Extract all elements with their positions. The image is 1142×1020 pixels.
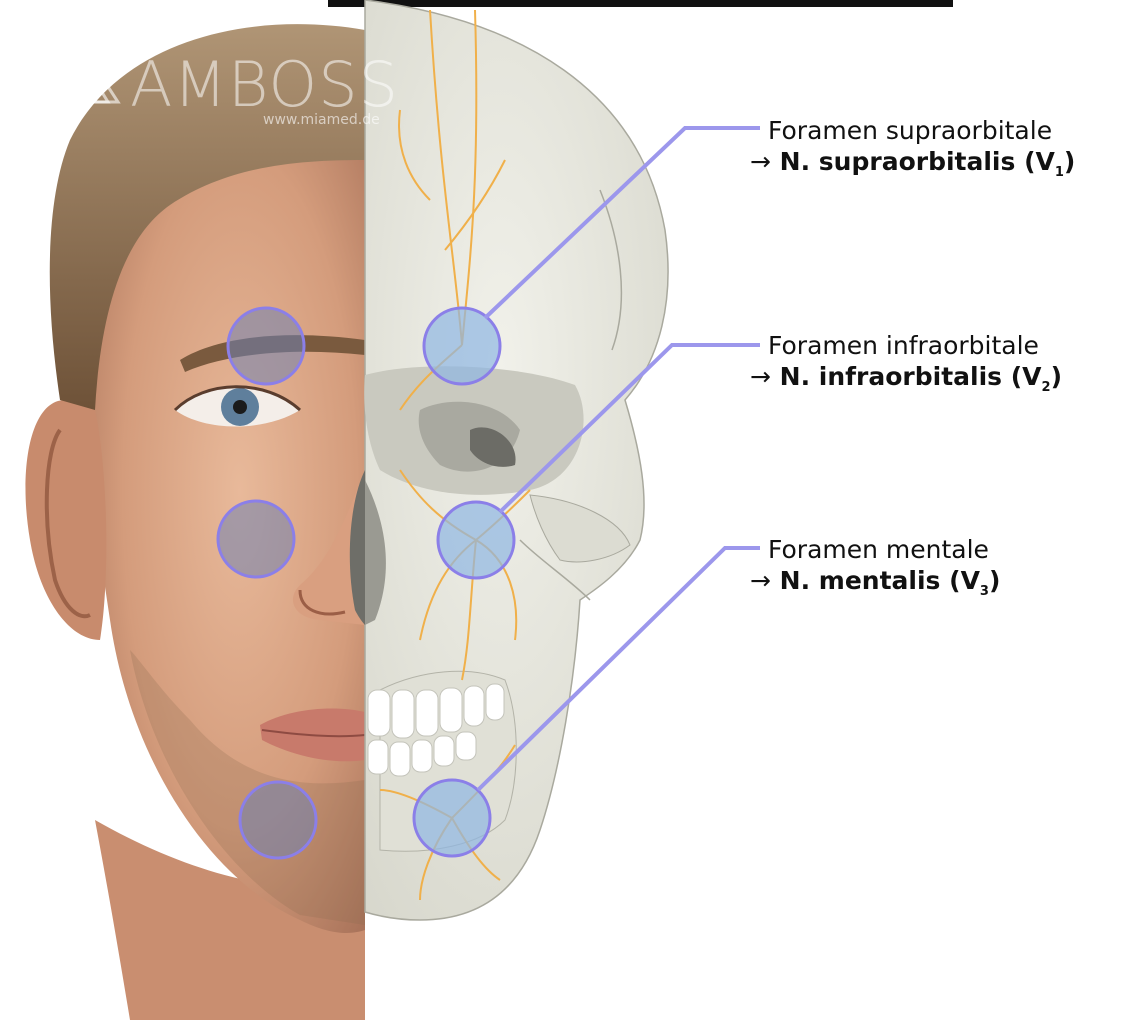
nerve-text: N. supraorbitalis (V: [780, 147, 1055, 176]
nerve-text: N. infraorbitalis (V: [780, 362, 1042, 391]
nerve-name: → N. mentalis (V3): [750, 565, 1140, 600]
watermark-name: AMBOSS: [130, 48, 399, 121]
foramen-name: Foramen mentale: [750, 534, 1140, 565]
nerve-close: ): [989, 566, 1000, 595]
nerve-name: → N. supraorbitalis (V1): [750, 146, 1140, 181]
branch-number: 1: [1055, 165, 1064, 180]
branch-number: 2: [1042, 380, 1051, 395]
label-mental: Foramen mentale → N. mentalis (V3): [750, 534, 1140, 601]
skull-illustration: [350, 0, 668, 920]
branch-number: 3: [980, 584, 989, 599]
nerve-text: N. mentalis (V: [780, 566, 980, 595]
marker-photo-infraorbital: [218, 501, 294, 577]
marker-skull-supraorbital: [424, 308, 500, 384]
top-rule: [328, 0, 953, 7]
nerve-close: ): [1051, 362, 1062, 391]
arrow-icon: →: [750, 566, 771, 595]
nerve-name: → N. infraorbitalis (V2): [750, 361, 1140, 396]
arrow-icon: →: [750, 362, 771, 391]
arrow-icon: →: [750, 147, 771, 176]
pupil: [233, 400, 247, 414]
label-infraorbital: Foramen infraorbitale → N. infraorbitali…: [750, 330, 1140, 397]
face-photo: [25, 24, 365, 1020]
marker-skull-mental: [414, 780, 490, 856]
nerve-close: ): [1064, 147, 1075, 176]
watermark-url: www.miamed.de: [263, 112, 380, 128]
foramen-name: Foramen infraorbitale: [750, 330, 1140, 361]
marker-skull-infraorbital: [438, 502, 514, 578]
label-supraorbital: Foramen supraorbitale → N. supraorbitali…: [750, 115, 1140, 182]
foramen-name: Foramen supraorbitale: [750, 115, 1140, 146]
marker-photo-mental: [240, 782, 316, 858]
marker-photo-supraorbital: [228, 308, 304, 384]
